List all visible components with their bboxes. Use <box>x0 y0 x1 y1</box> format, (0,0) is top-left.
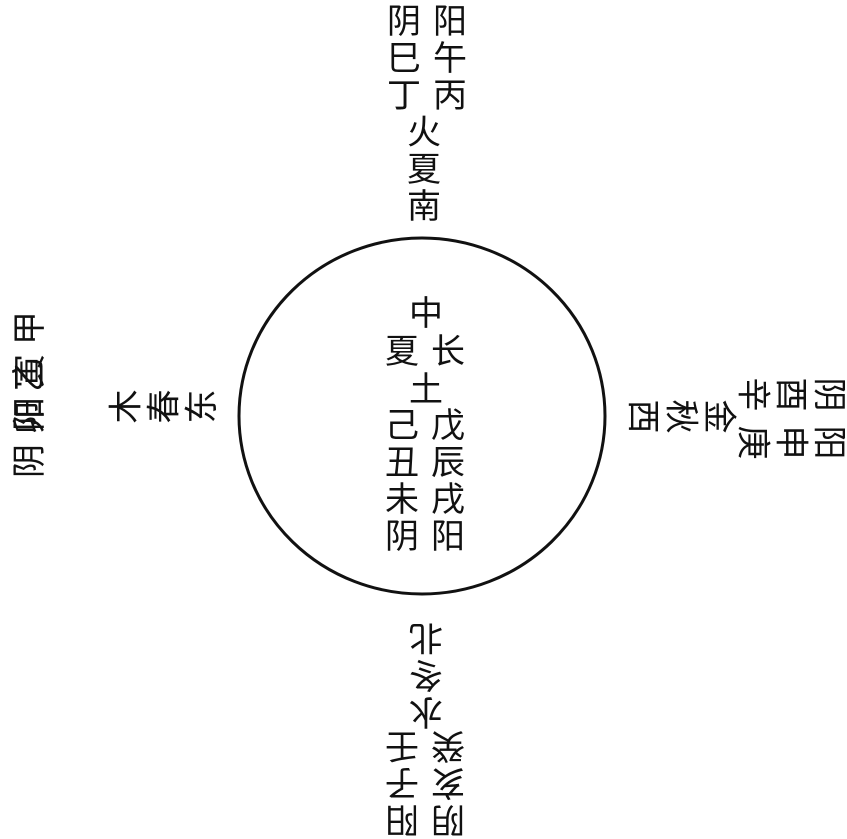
top-outer-left-char: 巳 <box>387 39 421 79</box>
center-right-char: 戊 <box>431 406 465 446</box>
top-inner-char: 南 <box>407 187 441 227</box>
top-outer-right-column: 阳 午 丙 <box>426 4 474 115</box>
top-outer-left-column: 阴 巳 丁 <box>380 4 428 115</box>
bottom-inner-char: 水 <box>409 691 443 731</box>
center-row2-left: 夏 <box>378 334 426 371</box>
bottom-inner-char: 冬 <box>409 654 443 694</box>
center-left-char: 丑 <box>385 443 419 483</box>
top-outer-right-char: 午 <box>433 39 467 79</box>
center-right-char: 辰 <box>431 443 465 483</box>
top-outer-right-char: 丙 <box>433 76 467 116</box>
center-left-column: 己 丑 未 阴 <box>378 408 426 556</box>
center-right-char: 戌 <box>431 480 465 520</box>
left-inner-char: 木 <box>106 389 147 423</box>
center-circle <box>237 236 607 596</box>
top-outer-left-char: 丁 <box>387 76 421 116</box>
right-outer-top-char: 阳 <box>808 425 847 459</box>
left-inner-char: 春 <box>144 389 185 423</box>
center-row2-char: 长 <box>431 332 465 372</box>
center-top-char: 中 <box>409 294 443 334</box>
bottom-outer-left-column: 壬 子 阳 <box>378 725 426 839</box>
bottom-inner-char: 北 <box>409 617 443 657</box>
left-outer-bottom-char: 卯 <box>9 401 50 435</box>
top-outer-right-char: 阳 <box>433 2 467 42</box>
right-outer-bottom-row: 辛 酉 阴 <box>732 374 847 414</box>
right-outer-top-char: 庚 <box>732 425 773 459</box>
bottom-outer-left-char: 子 <box>385 762 419 802</box>
top-inner-char: 火 <box>407 113 441 153</box>
left-inner-row: 木 春 东 <box>106 382 223 430</box>
left-outer-top-char: 甲 <box>9 311 50 345</box>
right-outer-top-char: 申 <box>770 425 811 459</box>
center-left-char: 己 <box>385 406 419 446</box>
left-outer-bottom-char: 乙 <box>9 358 50 392</box>
center-row2-right: 长 <box>424 334 472 371</box>
bottom-outer-right-char: 亥 <box>431 762 465 802</box>
bottom-inner-column: 北 冬 水 <box>402 617 450 731</box>
right-inner-char: 西 <box>622 399 663 433</box>
bottom-outer-right-char: 癸 <box>431 725 465 765</box>
center-right-column: 戊 辰 戌 阳 <box>424 408 472 556</box>
bottom-outer-left-char: 阳 <box>385 799 419 839</box>
right-outer-bottom-char: 酉 <box>770 377 811 411</box>
right-outer-bottom-char: 辛 <box>732 377 773 411</box>
top-outer-left-char: 阴 <box>387 2 421 42</box>
bottom-outer-right-char: 阴 <box>431 799 465 839</box>
bottom-outer-right-column: 癸 亥 阴 <box>424 725 472 839</box>
center-left-char: 阴 <box>385 517 419 557</box>
right-outer-bottom-char: 阴 <box>808 377 847 411</box>
center-right-char: 阳 <box>431 517 465 557</box>
center-row2-char: 夏 <box>385 332 419 372</box>
left-outer-bottom-row: 阴 卯 乙 <box>6 358 54 478</box>
center-middle-char: 土 <box>409 370 443 410</box>
right-outer-top-row: 庚 申 阳 <box>732 422 847 462</box>
left-outer-bottom-char: 阴 <box>9 444 50 478</box>
left-inner-char: 东 <box>182 389 223 423</box>
center-top-column: 中 <box>402 296 450 333</box>
top-inner-column: 火 夏 南 <box>400 115 448 226</box>
center-middle-column: 土 <box>402 372 450 409</box>
right-inner-row: 西 秋 金 <box>622 392 739 440</box>
center-left-char: 未 <box>385 480 419 520</box>
right-inner-char: 秋 <box>660 399 701 433</box>
bottom-outer-left-char: 壬 <box>385 725 419 765</box>
top-inner-char: 夏 <box>407 150 441 190</box>
right-inner-char: 金 <box>698 399 739 433</box>
